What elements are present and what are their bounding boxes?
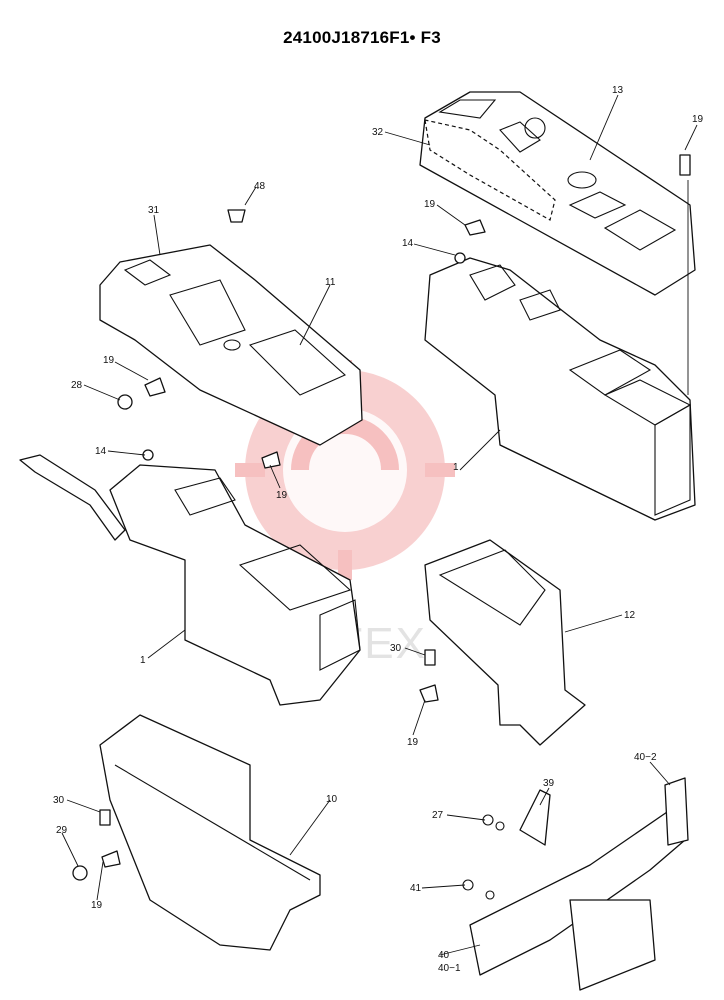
callout-39: 39 (543, 778, 555, 789)
part-10-lower-panel (99, 714, 321, 951)
callout-19-center: 19 (276, 490, 288, 501)
part-40-bracket-assembly (462, 777, 689, 991)
callout-40-1: 40−1 (438, 963, 461, 974)
callout-19-top-right: 19 (692, 114, 704, 125)
callout-19-right-cover: 19 (424, 199, 436, 210)
fasteners (72, 154, 691, 881)
callout-27: 27 (432, 810, 444, 821)
part-1-left-console-body (19, 454, 361, 706)
part-1-right-console-body (424, 257, 696, 521)
callout-labels: 13 32 19 19 14 1 48 31 11 19 28 19 14 1 … (53, 85, 704, 974)
callout-30-left: 30 (53, 795, 65, 806)
callout-41: 41 (410, 883, 422, 894)
callout-14-right: 14 (402, 238, 414, 249)
callout-1-right: 1 (453, 462, 459, 473)
callout-13: 13 (612, 85, 624, 96)
callout-14-left: 14 (95, 446, 107, 457)
callout-1-left: 1 (140, 655, 146, 666)
part-11-console-cover (99, 244, 363, 446)
callout-12: 12 (624, 610, 636, 621)
callout-31: 31 (148, 205, 160, 216)
callout-10: 10 (326, 794, 338, 805)
part-12-side-panel (424, 539, 586, 746)
callout-11: 11 (325, 277, 336, 288)
part-13-console-cover (419, 91, 696, 296)
callout-28: 28 (71, 380, 83, 391)
callout-19-left-cover: 19 (103, 355, 115, 366)
drawing-title: 24100J18716F1• F3 (283, 28, 441, 47)
callout-19-panel: 19 (407, 737, 419, 748)
callout-32: 32 (372, 127, 384, 138)
callout-40-2: 40−2 (634, 752, 657, 763)
callout-29: 29 (56, 825, 68, 836)
callout-30-right: 30 (390, 643, 402, 654)
callout-40: 40 (438, 950, 450, 961)
callout-19-bottom: 19 (91, 900, 103, 911)
leader-lines (61, 94, 698, 956)
callout-48: 48 (254, 181, 266, 192)
